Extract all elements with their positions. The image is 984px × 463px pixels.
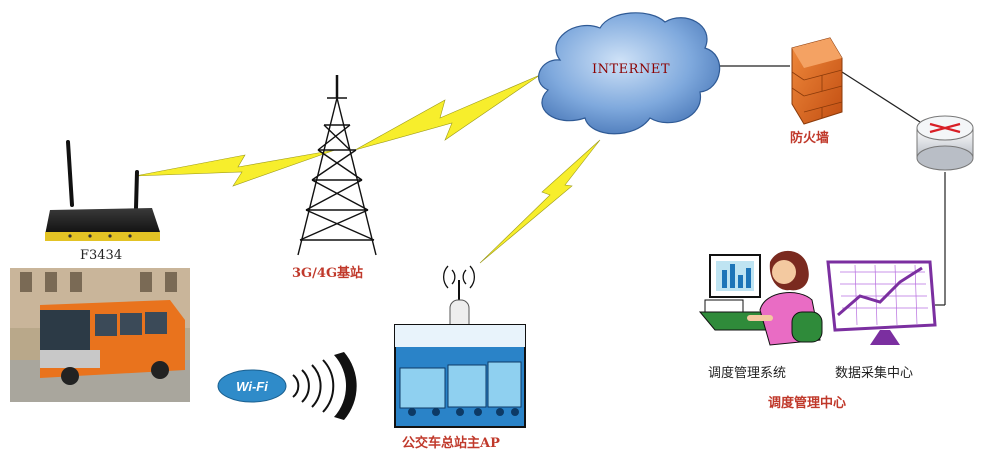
bus-terminal-ap-icon — [394, 265, 526, 428]
lightning-internet-ap — [479, 139, 601, 264]
firewall-label: 防火墙 — [790, 131, 830, 146]
wifi-logo-text: Wi-Fi — [236, 379, 268, 394]
dispatch-system-label: 调度管理系统 — [708, 366, 787, 381]
router-device-icon — [45, 140, 160, 241]
data-monitor-icon — [826, 260, 937, 345]
bus-photo-image — [10, 268, 190, 402]
internet-cloud-icon — [538, 12, 721, 135]
dispatch-center-label: 调度管理中心 — [768, 396, 847, 411]
internet-label: INTERNET — [592, 62, 670, 77]
link-firewall-switch — [841, 71, 921, 123]
base-station-label: 3G/4G基站 — [292, 266, 364, 281]
cell-tower-icon — [297, 75, 377, 256]
lightning-router-tower — [134, 149, 336, 187]
lightning-tower-internet — [354, 74, 541, 151]
bus-terminal-label: 公交车总站主AP — [402, 436, 500, 451]
wifi-logo-icon: Wi-Fi — [217, 352, 357, 420]
firewall-icon — [791, 37, 843, 125]
router-label: F3434 — [80, 248, 123, 263]
dispatch-operator-icon — [698, 250, 823, 346]
data-center-label: 数据采集中心 — [835, 366, 914, 381]
wireless-links — [134, 74, 601, 264]
core-router-icon — [916, 115, 974, 171]
network-links — [712, 65, 946, 306]
